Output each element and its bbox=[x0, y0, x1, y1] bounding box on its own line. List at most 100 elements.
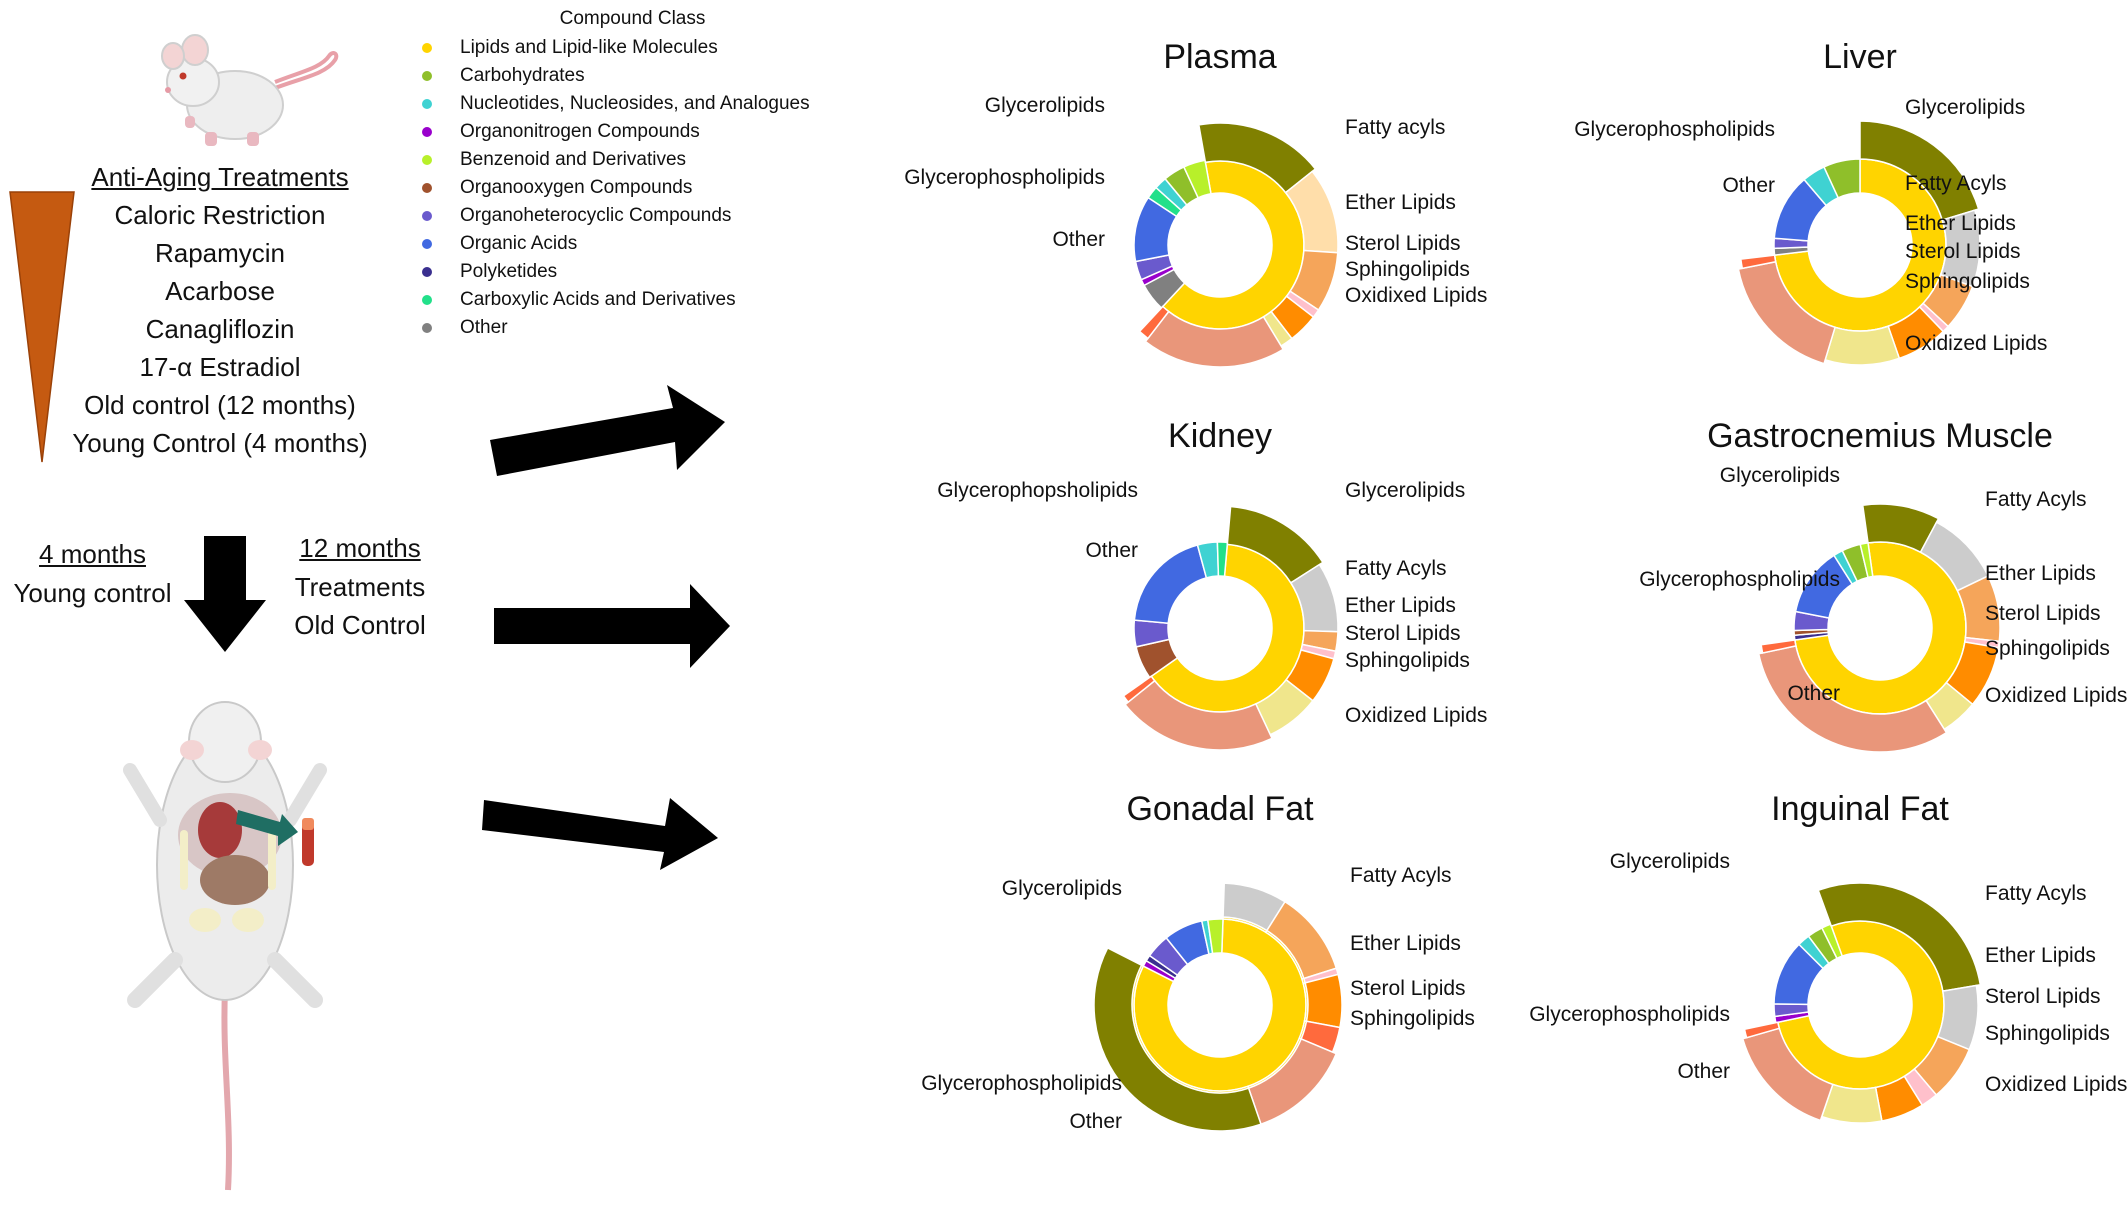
segment-label: Sterol Lipids bbox=[1985, 985, 2101, 1008]
treatment-item: 17-α Estradiol bbox=[139, 352, 301, 382]
outer-slice bbox=[1824, 325, 1901, 366]
segment-label: Glycerophospholipids bbox=[1574, 118, 1775, 141]
legend-label: Organoheterocyclic Compounds bbox=[460, 205, 732, 226]
segment-label: Oxidized Lipids bbox=[1985, 1073, 2127, 1096]
segment-label: Other bbox=[1052, 228, 1105, 251]
treatments-heading: Anti-Aging Treatments bbox=[91, 162, 349, 192]
legend-label: Organic Acids bbox=[460, 233, 578, 254]
chart-title: Gastrocnemius Muscle bbox=[1707, 417, 2053, 455]
segment-label: Other bbox=[1085, 539, 1138, 562]
segment-label: Glycerolipids bbox=[1002, 877, 1122, 900]
inner-slice bbox=[1823, 158, 1861, 199]
segment-label: Sterol Lipids bbox=[1345, 622, 1461, 645]
segment-label: Other bbox=[1069, 1110, 1122, 1133]
outer-slice bbox=[1138, 305, 1170, 340]
outer-slice bbox=[1741, 1027, 1834, 1122]
treatment-item: Young Control (4 months) bbox=[72, 428, 368, 458]
legend-item: Other bbox=[422, 317, 508, 339]
young-heading: 4 months bbox=[39, 539, 146, 569]
outer-slice bbox=[1226, 505, 1324, 584]
legend-label: Carboxylic Acids and Derivatives bbox=[460, 289, 736, 310]
segment-label: Ether Lipids bbox=[1985, 562, 2096, 585]
legend-swatch bbox=[422, 42, 432, 53]
outer-slice bbox=[1760, 639, 1797, 654]
treatment-item: Caloric Restriction bbox=[114, 200, 326, 230]
legend-item: Organoheterocyclic Compounds bbox=[422, 205, 731, 227]
old-control-label: Old Control bbox=[294, 610, 426, 640]
inner-slice bbox=[1216, 541, 1229, 578]
outer-slice bbox=[1757, 645, 1948, 753]
segment-label: Sterol Lipids bbox=[1985, 602, 2101, 625]
inner-slice bbox=[1182, 159, 1212, 199]
dose-triangle-icon bbox=[9, 191, 75, 463]
segment-label: Glycerophospholipids bbox=[904, 166, 1105, 189]
arrow-to-row1-icon bbox=[490, 385, 725, 476]
chart-title: Kidney bbox=[1168, 417, 1272, 455]
segment-label: Sphingolipids bbox=[1985, 1022, 2110, 1045]
legend-label: Polyketides bbox=[460, 261, 558, 282]
segment-label: Glycerolipids bbox=[1610, 850, 1730, 873]
segment-label: Glycerophopsholipids bbox=[937, 479, 1138, 502]
outer-slice bbox=[1817, 882, 1982, 992]
segment-label: Oxidized Lipids bbox=[1345, 704, 1487, 727]
legend-swatch bbox=[422, 294, 432, 305]
treatment-item: Acarbose bbox=[165, 276, 275, 306]
segment-label: Sphingolipids bbox=[1345, 258, 1470, 281]
segment-label: Glycerolipids bbox=[1720, 464, 1840, 487]
legend-item: Nucleotides, Nucleosides, and Analogues bbox=[422, 93, 810, 115]
segment-label: Fatty Acyls bbox=[1905, 172, 2007, 195]
segment-label: Ether Lipids bbox=[1350, 932, 1461, 955]
dissected-mouse-icon bbox=[123, 701, 327, 1191]
legend-label: Organonitrogen Compounds bbox=[460, 121, 700, 142]
treatments-label: Treatments bbox=[294, 572, 426, 602]
segment-label: Other bbox=[1722, 174, 1775, 197]
legend-swatch bbox=[422, 210, 432, 221]
inner-slice bbox=[1820, 923, 1844, 960]
legend-swatch bbox=[422, 154, 432, 165]
legend-swatch bbox=[422, 238, 432, 249]
outer-slice bbox=[1122, 675, 1156, 704]
legend-swatch bbox=[422, 322, 432, 333]
segment-label: Fatty Acyls bbox=[1350, 864, 1452, 887]
inner-slice bbox=[1859, 541, 1874, 579]
segment-label: Other bbox=[1787, 682, 1840, 705]
segment-label: Glycerolipids bbox=[1905, 96, 2025, 119]
legend-item: Organonitrogen Compounds bbox=[422, 121, 700, 143]
segment-label: Glycerophospholipids bbox=[1639, 568, 1840, 591]
inner-slice bbox=[1133, 544, 1208, 625]
outer-slice bbox=[1737, 260, 1836, 365]
segment-label: Ether Lipids bbox=[1985, 944, 2096, 967]
legend-item: Carboxylic Acids and Derivatives bbox=[422, 289, 736, 311]
outer-slice bbox=[1304, 973, 1343, 1029]
segment-label: Sphingolipids bbox=[1345, 649, 1470, 672]
legend-label: Benzenoid and Derivatives bbox=[460, 149, 687, 170]
outer-slice bbox=[1743, 1021, 1781, 1039]
segment-label: Fatty Acyls bbox=[1985, 488, 2087, 511]
segment-label: Sterol Lipids bbox=[1345, 232, 1461, 255]
outer-slice bbox=[1093, 946, 1262, 1132]
legend-label: Other bbox=[460, 317, 508, 338]
legend-swatch bbox=[422, 266, 432, 277]
segment-label: Ether Lipids bbox=[1905, 212, 2016, 235]
legend-item: Organooxygen Compounds bbox=[422, 177, 692, 199]
legend-item: Polyketides bbox=[422, 261, 557, 283]
segment-label: Glycerolipids bbox=[1345, 479, 1465, 502]
segment-label: Glycerophospholipids bbox=[921, 1072, 1122, 1095]
treatment-item: Old control (12 months) bbox=[84, 390, 356, 420]
chart-title: Inguinal Fat bbox=[1771, 790, 1949, 828]
legend-item: Carbohydrates bbox=[422, 65, 585, 87]
legend-swatch bbox=[422, 182, 432, 193]
segment-label: Fatty acyls bbox=[1345, 116, 1445, 139]
legend-item: Lipids and Lipid-like Molecules bbox=[422, 37, 718, 59]
segment-label: Fatty Acyls bbox=[1985, 882, 2087, 905]
outer-slice bbox=[1197, 122, 1317, 194]
legend-item: Benzenoid and Derivatives bbox=[422, 149, 686, 171]
legend-title: Compound Class bbox=[559, 8, 706, 29]
treatment-item: Canagliflozin bbox=[145, 314, 295, 344]
segment-label: Glycerophospholipids bbox=[1529, 1003, 1730, 1026]
segment-label: Other bbox=[1677, 1060, 1730, 1083]
segment-label: Sphingolipids bbox=[1905, 270, 2030, 293]
legend-label: Nucleotides, Nucleosides, and Analogues bbox=[460, 93, 810, 114]
